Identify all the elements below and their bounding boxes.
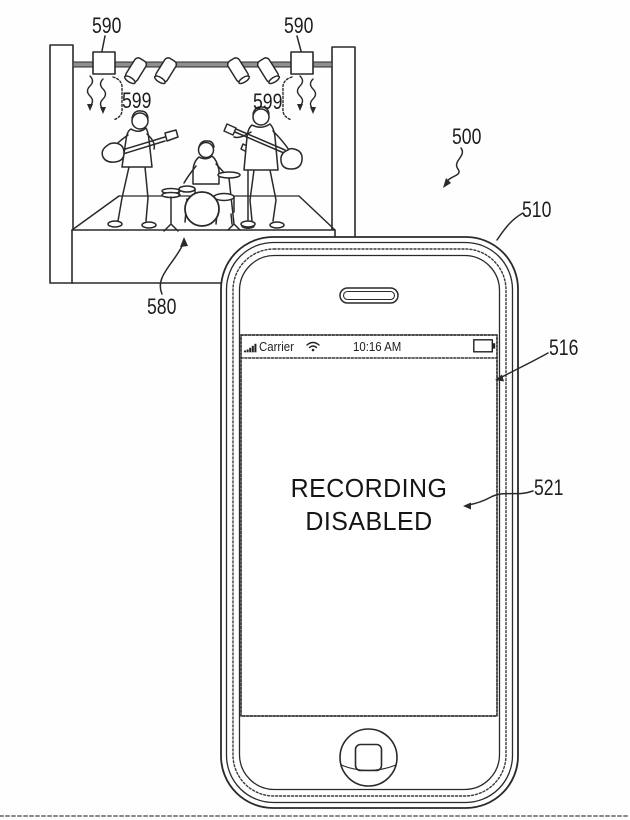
battery-empty-icon — [473, 338, 496, 353]
ir-emitter-right — [290, 51, 314, 75]
guitar-icon — [101, 129, 179, 163]
phone-case-inner-line — [225, 241, 514, 804]
signal-bars-icon — [244, 343, 257, 353]
leader-500 — [443, 147, 464, 188]
signal-waves-right — [282, 75, 317, 121]
smartphone — [220, 236, 519, 809]
ref-label-510: 510 — [522, 197, 552, 222]
carrier-label: Carrier — [259, 339, 294, 354]
leader-510 — [496, 212, 524, 241]
phone-dotted-trim — [232, 248, 507, 797]
leader-590-left — [101, 35, 106, 52]
message-line-2: DISABLED — [305, 506, 433, 536]
stage-light-icon — [226, 57, 251, 85]
ref-label-599-right: 599 — [253, 89, 283, 114]
recording-disabled-message: RECORDING DISABLED — [246, 472, 492, 538]
phone-status-bar: Carrier 10:16 AM — [241, 335, 497, 358]
stage-light-icon — [153, 57, 178, 85]
ref-label-500: 500 — [452, 124, 482, 149]
message-line-1: RECORDING — [290, 473, 448, 503]
phone-screen — [240, 334, 498, 717]
ref-label-516: 516 — [549, 335, 579, 360]
band-illustration — [101, 106, 303, 232]
earpiece-speaker — [339, 287, 399, 304]
brace-left — [112, 76, 123, 121]
guitarist-right — [223, 106, 303, 229]
brace-right — [282, 76, 293, 121]
signal-waves-left — [86, 75, 123, 121]
ir-emitter-left — [92, 51, 116, 75]
leader-516 — [495, 352, 549, 382]
leader-580 — [159, 237, 188, 295]
ref-label-590-left: 590 — [92, 13, 122, 38]
ref-label-590-right: 590 — [284, 13, 314, 38]
lighting-truss-bar — [72, 61, 333, 68]
guitarist-left — [101, 110, 179, 229]
wifi-icon — [306, 341, 320, 352]
drum-kit-icon — [161, 143, 255, 232]
bass-drum — [184, 191, 220, 227]
clock-label: 10:16 AM — [353, 339, 402, 354]
stage-light-icon — [256, 57, 281, 85]
home-button[interactable] — [339, 728, 398, 787]
leader-590-right — [296, 35, 302, 52]
ref-label-580: 580 — [147, 294, 177, 319]
drummer — [183, 140, 229, 185]
guitar-icon — [223, 123, 303, 170]
stage-post-left — [49, 44, 74, 284]
leader-521 — [463, 490, 534, 510]
ref-label-521: 521 — [534, 475, 564, 500]
ref-label-599-left: 599 — [122, 88, 152, 113]
phone-front-face — [238, 254, 501, 791]
stage-light-icon — [123, 57, 148, 85]
